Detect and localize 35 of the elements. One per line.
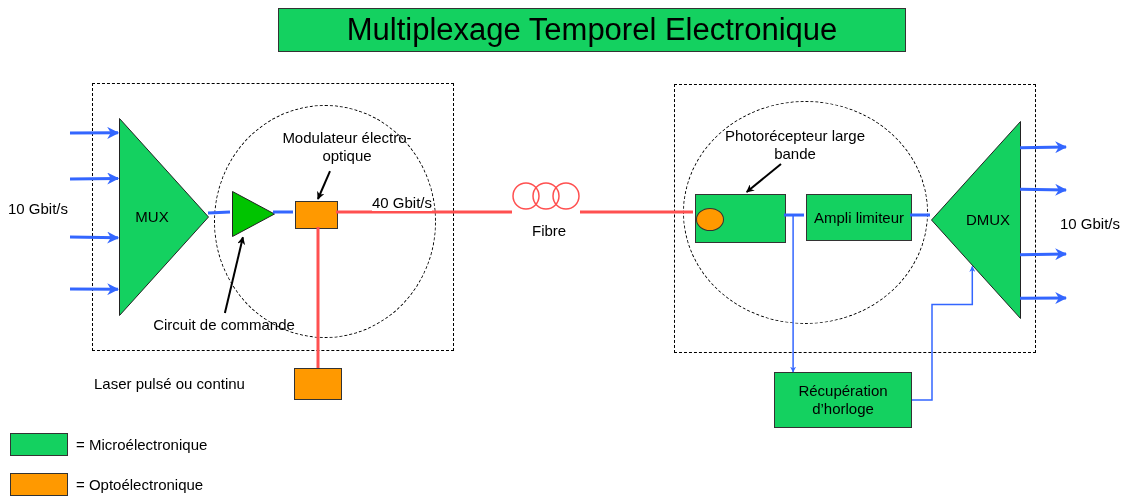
- modulator-box: [295, 201, 338, 229]
- connector-arrow: [911, 265, 976, 401]
- connector-arrow: [1019, 183, 1068, 196]
- connector-arrow: [1020, 292, 1068, 305]
- legend-text: = Optoélectronique: [76, 476, 204, 493]
- leader-line: [316, 170, 331, 200]
- connector-arrow: [70, 126, 120, 139]
- dashed-frame: [674, 84, 1036, 353]
- connector-arrow: [69, 231, 120, 244]
- node-caption: Laser pulsé ou continu: [94, 375, 245, 392]
- dashed-frame: [92, 83, 454, 351]
- legend-text: = Microélectronique: [76, 436, 208, 453]
- connector-arrow: [69, 172, 120, 185]
- leader-line: [745, 163, 782, 193]
- connector-arrow: [1019, 141, 1068, 154]
- photoreceiver-box: [695, 194, 786, 243]
- connector-arrow: [1019, 248, 1068, 261]
- callout-text: Modulateur électro-optique: [272, 126, 422, 168]
- amplifier-triangle: [232, 191, 275, 237]
- demultiplexer-triangle: DMUX: [931, 121, 1021, 319]
- connector-arrow: [70, 283, 120, 296]
- node-caption: Fibre: [532, 222, 567, 239]
- amplifier-box: Ampli limiteur: [806, 194, 912, 241]
- clock-recovery-box: Récupération d’horloge: [774, 372, 912, 428]
- callout-text: Photorécepteur large bande: [720, 124, 870, 166]
- leader-line: [223, 236, 246, 314]
- photodiode-ellipse: [696, 208, 724, 231]
- rate-label: 10 Gbit/s: [1060, 215, 1121, 232]
- multiplexer-triangle: MUX: [119, 118, 209, 316]
- edge-label: 40 Gbit/s: [372, 194, 433, 211]
- connector-arrow: [790, 214, 797, 373]
- rate-label: 10 Gbit/s: [8, 200, 69, 217]
- callout-text: Circuit de commande: [129, 314, 319, 336]
- laser-box: [294, 368, 342, 400]
- title-banner: Multiplexage Temporel Electronique: [278, 8, 906, 52]
